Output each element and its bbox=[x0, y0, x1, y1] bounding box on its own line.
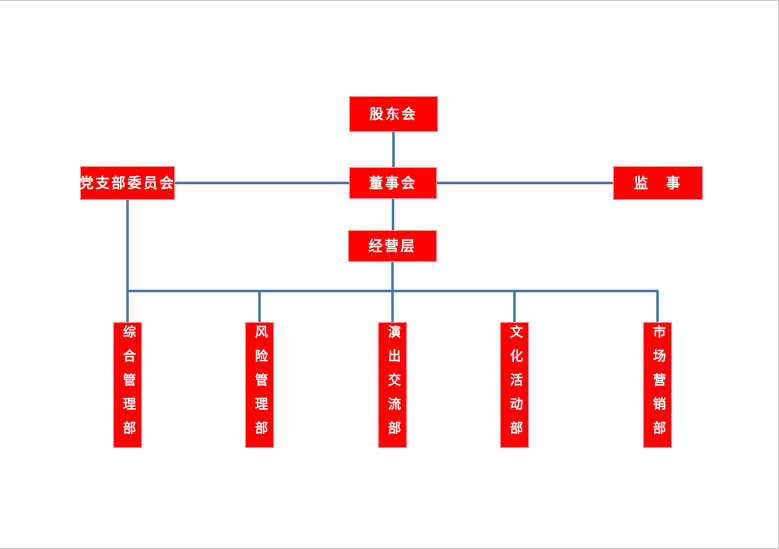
node-management: 经营层 bbox=[348, 230, 437, 262]
node-dept-general-admin: 综合管理部 bbox=[113, 322, 142, 448]
node-party-branch-label: 党支部委员会 bbox=[79, 176, 176, 192]
node-supervisors: 监 事 bbox=[613, 166, 703, 200]
node-shareholders-label: 股东会 bbox=[369, 107, 418, 123]
node-dept-cultural-activities-label: 文化活动部 bbox=[507, 325, 522, 445]
node-management-label: 经营层 bbox=[368, 239, 417, 255]
node-dept-risk: 风险管理部 bbox=[245, 322, 274, 448]
node-party-branch: 党支部委员会 bbox=[80, 166, 175, 200]
node-board-label: 董事会 bbox=[369, 176, 417, 192]
node-supervisors-label: 监 事 bbox=[634, 176, 682, 192]
node-dept-performance-exchange-label: 演出交流部 bbox=[385, 325, 400, 445]
node-dept-marketing-label: 市场营销部 bbox=[650, 325, 665, 445]
node-dept-performance-exchange: 演出交流部 bbox=[378, 322, 407, 448]
node-board: 董事会 bbox=[349, 167, 437, 199]
node-dept-marketing: 市场营销部 bbox=[643, 322, 672, 448]
node-dept-risk-label: 风险管理部 bbox=[252, 325, 267, 445]
node-dept-cultural-activities: 文化活动部 bbox=[500, 322, 529, 448]
node-shareholders: 股东会 bbox=[349, 96, 438, 132]
node-dept-general-admin-label: 综合管理部 bbox=[120, 325, 135, 445]
